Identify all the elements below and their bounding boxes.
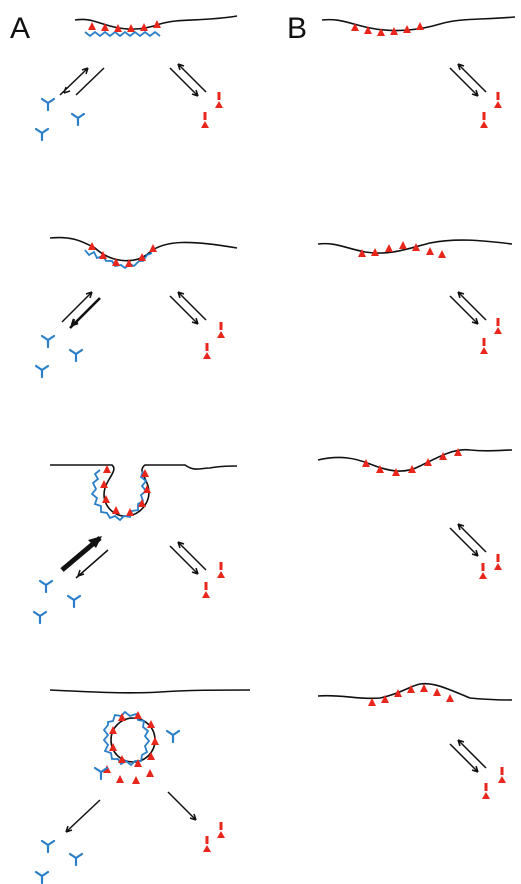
cargo-cluster-a1 bbox=[88, 20, 161, 32]
stage-b3 bbox=[318, 448, 512, 579]
equilibrium-arrow-b4 bbox=[450, 740, 486, 772]
free-cargo-a3 bbox=[202, 562, 225, 598]
free-cargo-a1 bbox=[201, 92, 223, 128]
equilibrium-arrow-a1-right bbox=[170, 64, 206, 96]
equilibrium-arrow-a2-right bbox=[170, 292, 206, 324]
free-clathrin-a1 bbox=[36, 99, 84, 140]
stage-a2 bbox=[36, 237, 237, 377]
cargo-cluster-b3 bbox=[362, 448, 462, 476]
arrow-a4-right bbox=[168, 792, 196, 820]
membrane-b4 bbox=[318, 684, 512, 700]
stage-a3 bbox=[34, 465, 237, 623]
clathrin-coat-a1 bbox=[85, 32, 160, 36]
shed-clathrin-a4-right bbox=[167, 731, 179, 742]
free-cargo-b2 bbox=[480, 318, 502, 354]
membrane-a4 bbox=[50, 690, 250, 693]
shed-clathrin-a4-left bbox=[95, 768, 107, 779]
equilibrium-arrow-b3 bbox=[450, 524, 486, 556]
equilibrium-arrow-b1 bbox=[450, 64, 486, 96]
free-cargo-b4 bbox=[482, 767, 506, 799]
equilibrium-arrow-a1-left bbox=[60, 68, 104, 95]
stage-a4 bbox=[36, 690, 250, 883]
equilibrium-arrow-a2-left bbox=[62, 292, 100, 328]
free-clathrin-a3 bbox=[34, 581, 80, 623]
stage-a1 bbox=[36, 16, 237, 140]
free-cargo-b3 bbox=[479, 554, 502, 579]
free-cargo-a2 bbox=[203, 322, 225, 359]
stage-b1 bbox=[322, 17, 515, 128]
free-clathrin-a2 bbox=[36, 336, 82, 377]
equilibrium-arrow-a3-left bbox=[62, 536, 108, 578]
released-cargo-a4 bbox=[103, 765, 154, 784]
arrow-a4-left bbox=[66, 800, 100, 832]
free-clathrin-a4 bbox=[36, 841, 82, 883]
stage-b4 bbox=[318, 684, 512, 799]
free-cargo-b1 bbox=[480, 92, 502, 128]
stage-b2 bbox=[318, 240, 512, 354]
membrane-b3 bbox=[318, 450, 512, 471]
free-cargo-a4 bbox=[203, 822, 225, 852]
equilibrium-arrow-b2 bbox=[450, 292, 486, 324]
equilibrium-arrow-a3-right bbox=[170, 542, 206, 574]
